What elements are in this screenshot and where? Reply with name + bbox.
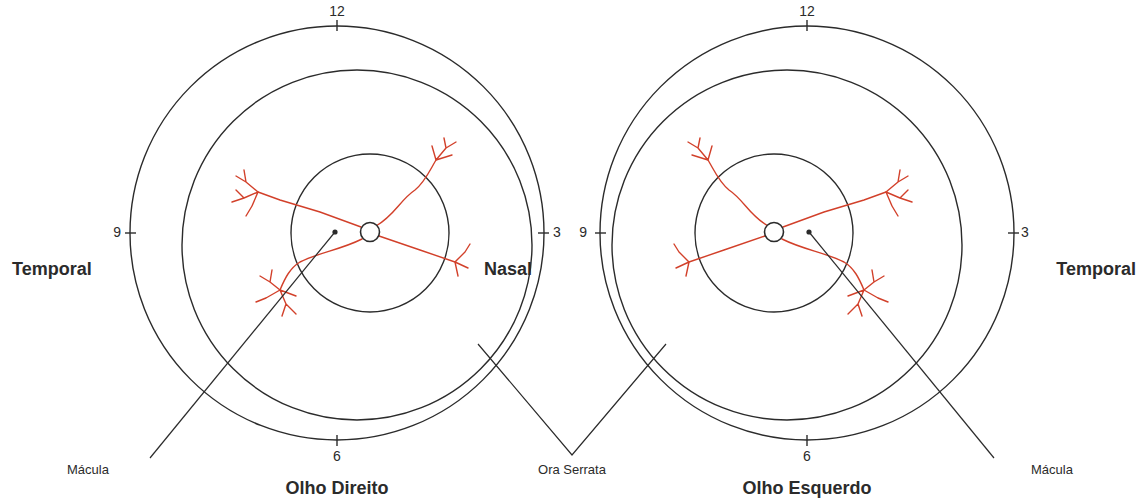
eye-title: Olho Direito bbox=[286, 479, 389, 499]
clock-number: 9 bbox=[579, 225, 587, 240]
side-label: Temporal bbox=[1056, 260, 1136, 280]
part-label: Ora Serrata bbox=[538, 463, 606, 477]
side-label: Temporal bbox=[12, 260, 92, 280]
left-eye bbox=[595, 20, 1019, 446]
clock-number: 12 bbox=[799, 4, 815, 19]
part-label: Mácula bbox=[1031, 463, 1073, 477]
clock-number: 3 bbox=[553, 225, 561, 240]
side-label: Nasal bbox=[484, 260, 532, 280]
leader-line bbox=[478, 344, 666, 455]
eye-title: Olho Esquerdo bbox=[742, 479, 871, 499]
clock-number: 12 bbox=[329, 4, 345, 19]
clock-number: 3 bbox=[1021, 225, 1029, 240]
clock-number: 6 bbox=[803, 449, 811, 464]
clock-number: 9 bbox=[113, 225, 121, 240]
leader-line bbox=[150, 232, 335, 458]
clock-number: 6 bbox=[333, 449, 341, 464]
part-label: Mácula bbox=[67, 463, 109, 477]
leader-line bbox=[809, 232, 994, 458]
right-eye bbox=[125, 20, 549, 446]
